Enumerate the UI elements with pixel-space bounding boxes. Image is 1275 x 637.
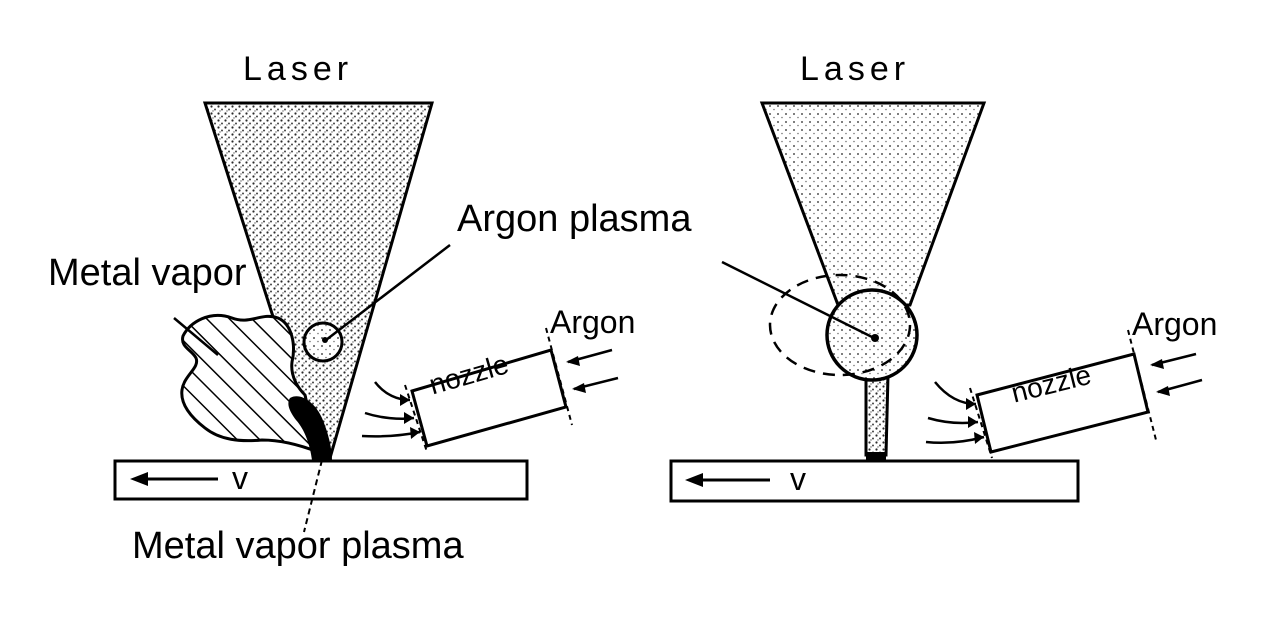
left-velocity-label: v	[232, 460, 248, 496]
right-panel	[669, 101, 1203, 503]
left-panel	[113, 101, 619, 533]
right-laser-stem	[864, 373, 890, 457]
left-argon-inflow-arrows	[566, 348, 619, 393]
right-argon-plasma-circle	[825, 288, 919, 382]
right-nozzle-exit-dashed	[969, 387, 993, 459]
right-base-plasma	[866, 452, 886, 461]
right-plasma-dashed-outline	[768, 273, 912, 377]
left-metal-vapor-plasma-label: Metal vapor plasma	[132, 525, 464, 567]
left-metal-vapor-plasma-leader	[303, 459, 323, 533]
right-argon-inflow-arrows	[1150, 352, 1203, 396]
left-argon-label: Argon	[550, 304, 636, 340]
left-metal-vapor-plasma	[288, 396, 332, 460]
right-argon-plasma-leader	[721, 260, 873, 339]
left-argon-plasma-label: Argon plasma	[457, 198, 692, 240]
right-nozzle-inlet-dashed	[1127, 329, 1157, 441]
left-argon-plasma-leader	[325, 244, 451, 341]
left-nozzle-exit-dashed	[404, 384, 428, 453]
right-laser-label: Laser	[800, 50, 911, 88]
right-laser-beam	[759, 101, 987, 307]
left-argon-outflow-arrows	[361, 381, 421, 439]
left-metal-vapor-label: Metal vapor	[48, 252, 247, 294]
left-laser-label: Laser	[243, 50, 354, 88]
left-nozzle-inlet-dashed	[545, 327, 573, 426]
left-metal-vapor-blob	[180, 313, 321, 455]
right-argon-outflow-arrows	[925, 381, 985, 445]
left-metal-vapor-leader	[173, 317, 219, 356]
right-argon-label: Argon	[1132, 306, 1218, 342]
right-velocity-label: v	[790, 461, 806, 497]
left-nozzle	[410, 348, 568, 448]
